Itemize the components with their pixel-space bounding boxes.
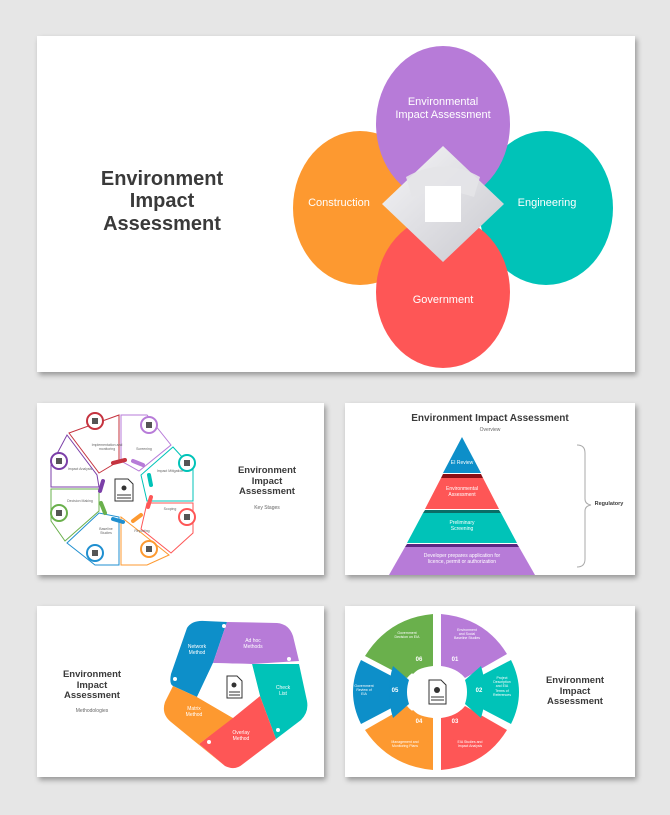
slide-hero[interactable]: Environment Impact Assessment Environmen… xyxy=(37,36,635,372)
title-line: Assessment xyxy=(103,212,221,235)
outer-05 xyxy=(353,660,403,724)
tier-label: Developer prepares application for licen… xyxy=(423,553,501,565)
tier-developer-application xyxy=(389,547,535,575)
slide-subtitle: Overview xyxy=(479,427,501,433)
segment-baseline xyxy=(66,512,120,566)
slide-title: Environment Impact Assessment xyxy=(87,168,237,235)
segment-network xyxy=(170,620,227,697)
segment-checklist xyxy=(252,664,308,739)
tier-label: Environmental Assessment xyxy=(446,486,478,498)
slide-methodologies[interactable]: Environment Impact Assessment Methodolog… xyxy=(37,606,324,777)
segment-overlay xyxy=(199,696,276,769)
slide-title: Environment Impact Assessment xyxy=(411,413,569,424)
circle-label-government: Government xyxy=(412,294,474,306)
circle-label-engineering: Engineering xyxy=(517,197,577,209)
segment-screening xyxy=(120,414,172,472)
slide-title: Environment Impact Assessment xyxy=(62,669,122,702)
key-stages-wheel xyxy=(50,412,196,566)
segment-adhoc xyxy=(213,622,299,664)
step-number: 06 xyxy=(415,657,423,663)
stage-label: Baseline Studies xyxy=(99,527,113,535)
segment-analysis xyxy=(50,434,100,488)
stage-label: Impact Mitigation xyxy=(156,469,184,473)
circle-engineering xyxy=(479,131,613,285)
slide-title: Environment Impact Assessment xyxy=(237,465,297,498)
circle-label-construction: Construction xyxy=(308,197,370,209)
document-recycle-icon xyxy=(428,679,447,705)
stage-label: Screening xyxy=(136,447,152,451)
slide-subtitle: Methodologies xyxy=(75,708,109,714)
slide-key-stages[interactable]: Implementation and monitoring Screening … xyxy=(37,403,324,575)
circle-government xyxy=(376,216,510,368)
step-number: 02 xyxy=(475,688,483,694)
segment-scoping xyxy=(140,502,194,554)
circle-eia xyxy=(376,46,510,202)
segment-decision xyxy=(50,488,100,542)
tier-label: Preliminary Screening xyxy=(449,520,475,532)
document-recycle-icon xyxy=(226,675,243,699)
step-number: 04 xyxy=(415,719,423,725)
slide-title: Environment Impact Assessment xyxy=(545,675,605,708)
segment-implementation xyxy=(68,414,120,474)
title-line: Impact xyxy=(129,190,195,213)
slide-overview[interactable]: Environment Impact Assessment Overview E… xyxy=(345,403,635,575)
step-number: 05 xyxy=(391,688,399,694)
pentagon-diagram xyxy=(163,620,308,769)
stage-label: Decision Making xyxy=(67,499,93,503)
tier-ei-review xyxy=(443,437,481,473)
document-recycle-icon xyxy=(114,478,134,502)
circle-label-eia: Environmental Impact Assessment xyxy=(395,96,491,122)
step-number: 03 xyxy=(451,719,459,725)
tier-preliminary-screening xyxy=(407,513,517,543)
stage-label: Impact Analysis xyxy=(67,467,93,471)
step-number: 01 xyxy=(451,657,459,663)
stage-label: Scoping xyxy=(163,507,177,511)
venn-diagram xyxy=(293,46,613,368)
stage-label: Implementation and monitoring xyxy=(91,443,123,451)
stage-label: Reporting xyxy=(134,529,150,533)
tier-label: EI Review xyxy=(450,460,474,466)
bracket xyxy=(576,444,592,568)
center-square xyxy=(425,186,461,222)
title-line: Environment xyxy=(100,168,224,190)
slide-subtitle: Key Stages xyxy=(254,505,280,511)
segment-matrix xyxy=(163,686,233,766)
bracket-label: Regulatory xyxy=(594,501,624,507)
tier-environmental-assessment xyxy=(425,478,499,509)
process-wheel xyxy=(353,614,519,770)
segment-reporting xyxy=(120,515,170,566)
pyramid-chart xyxy=(389,437,592,575)
